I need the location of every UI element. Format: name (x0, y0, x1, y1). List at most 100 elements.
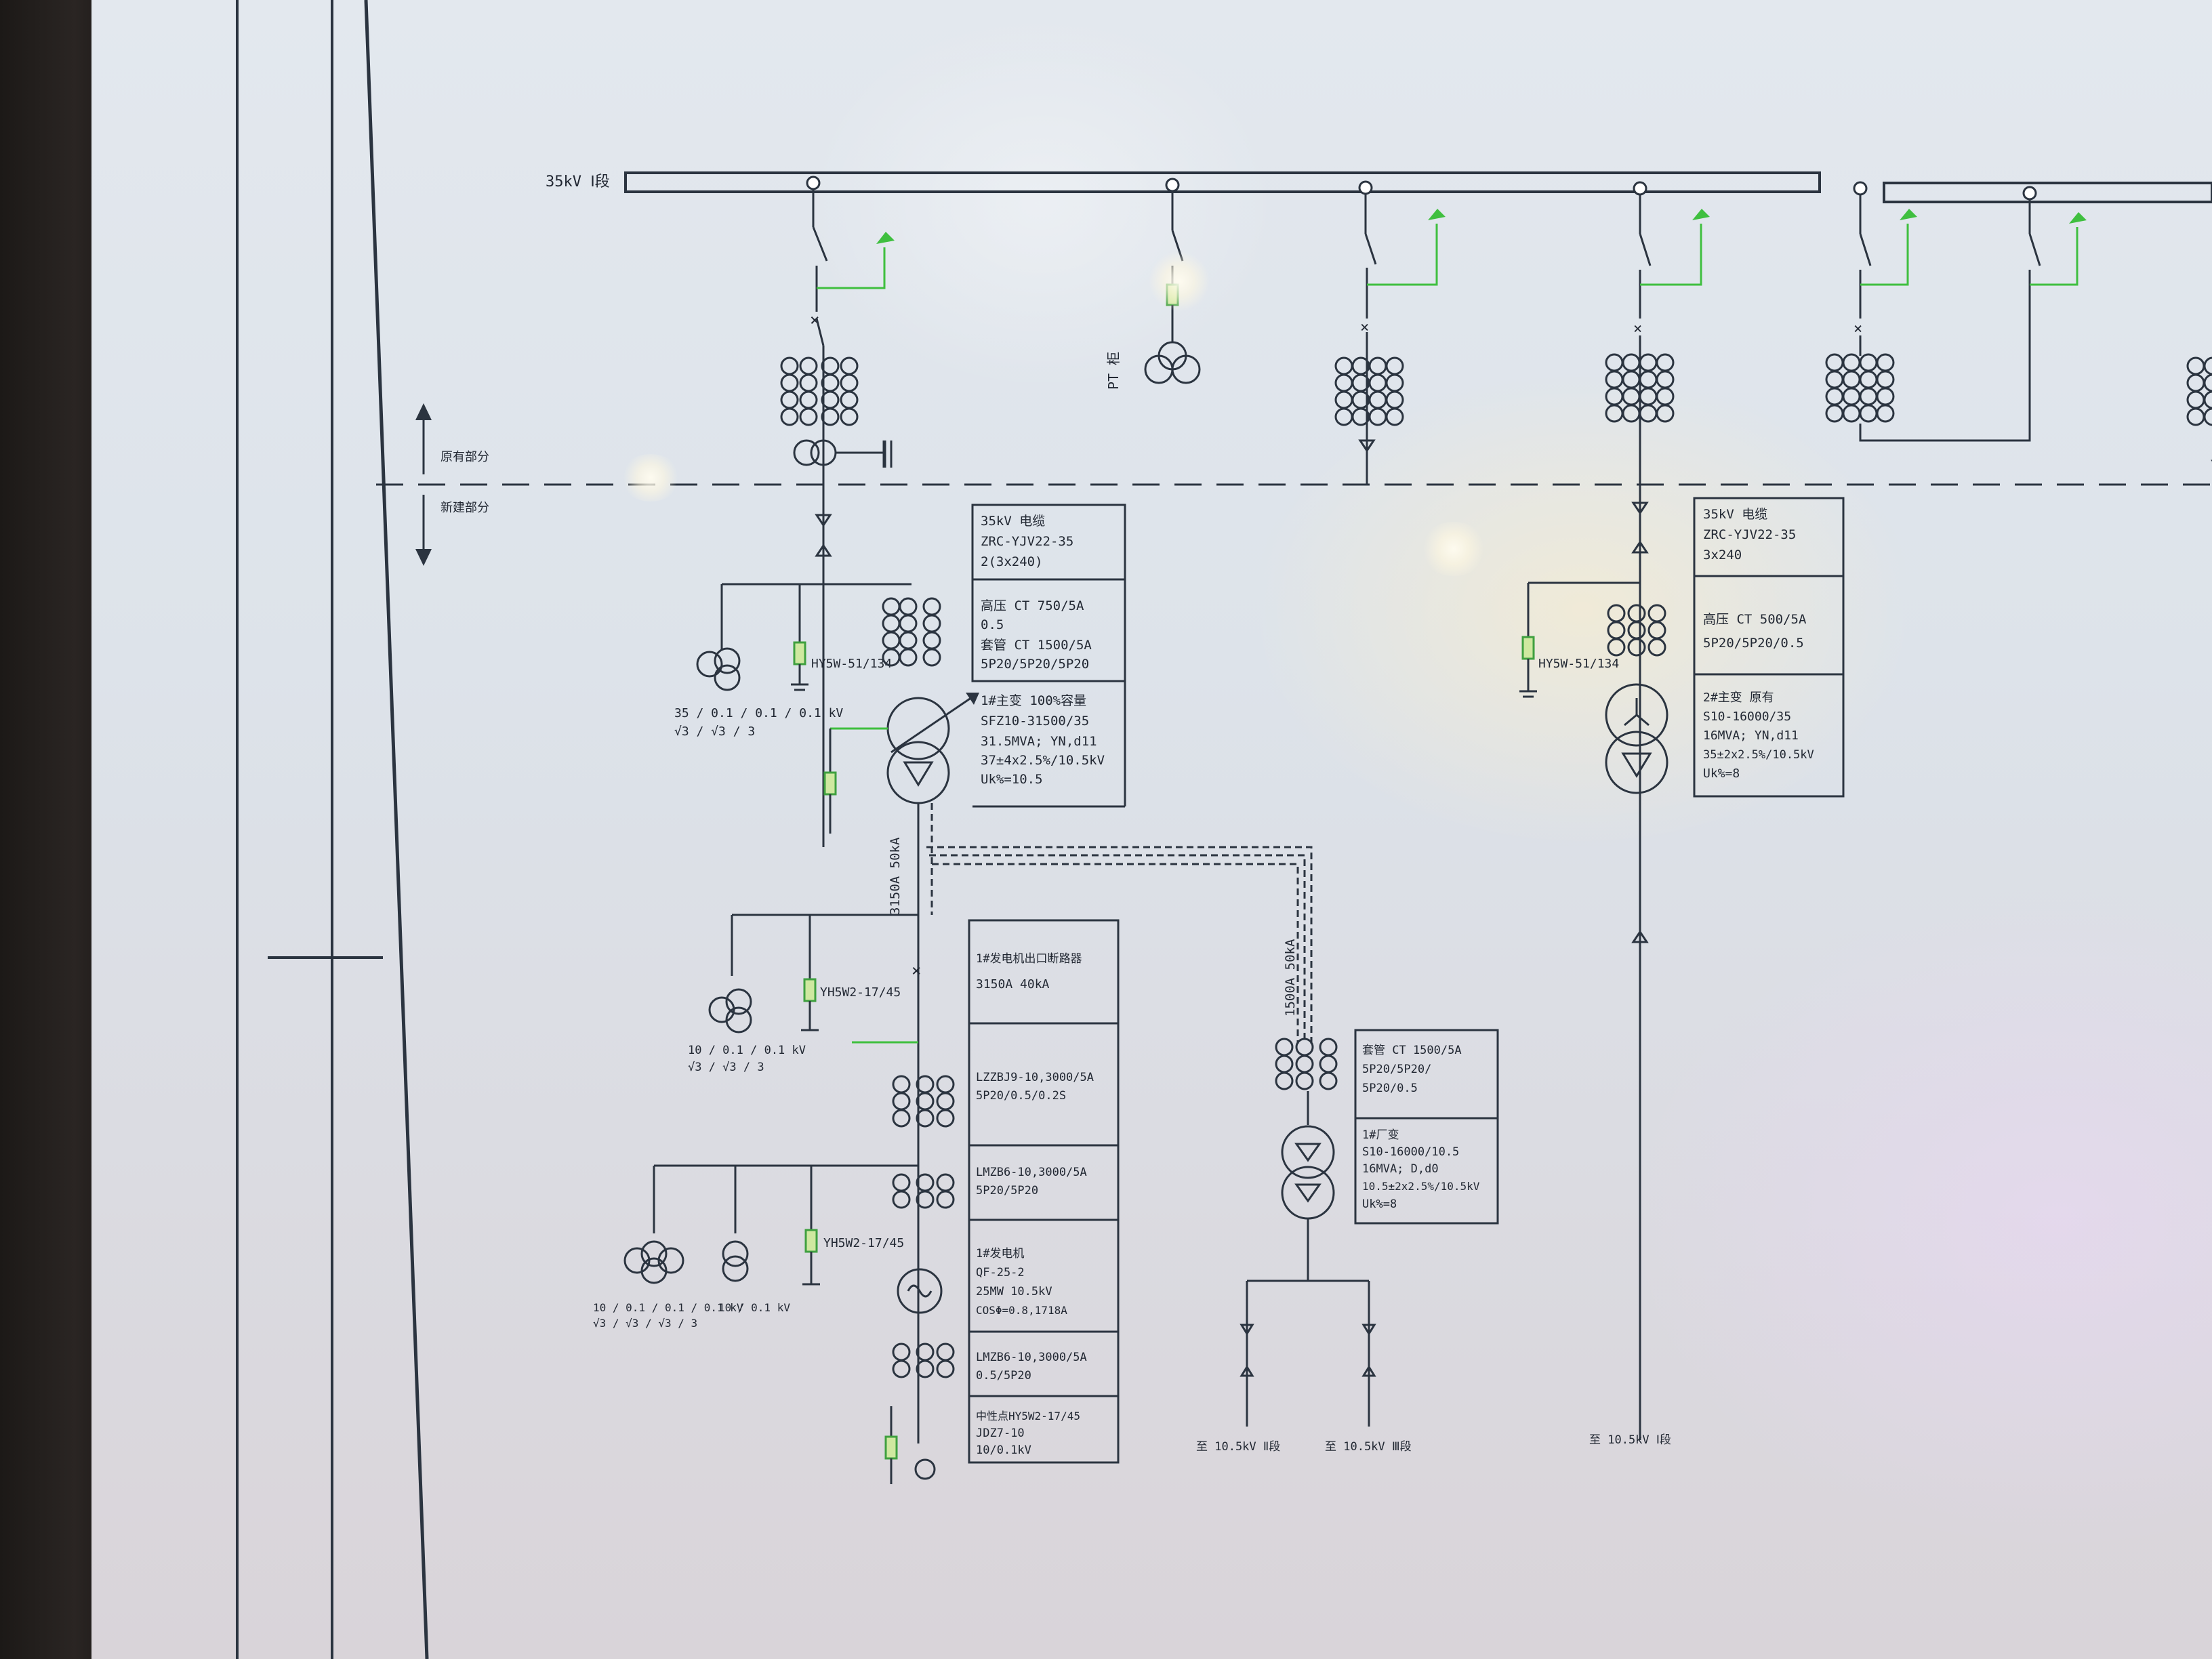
right-out-label: 至 10.5kV Ⅰ段 (1589, 1433, 1671, 1447)
left-cable-line-1: 35kV 电缆 (981, 514, 1045, 529)
gen-arrester-1 (803, 978, 817, 1002)
left-xfmr-line-4: 37±4x2.5%/10.5kV (981, 753, 1105, 768)
right-xfmr-line-1: 2#主变 原有 (1703, 691, 1774, 705)
gen-ct-bank-1 (892, 1075, 955, 1128)
mid-xfmr-line-4: 10.5±2x2.5%/10.5kV (1362, 1180, 1480, 1193)
right-ct-line-1: 高压 CT 500/5A (1703, 612, 1807, 627)
gen-info-line-2: QF-25-2 (976, 1266, 1025, 1279)
left-cable-line-2: ZRC-YJV22-35 (981, 534, 1073, 549)
gen-pt1-ratio-sub: √3 / √3 / 3 (688, 1061, 764, 1074)
ground-switch-1 (817, 247, 886, 289)
right-arrester-label: HY5W-51/134 (1538, 657, 1619, 671)
gen-ct3-line-2: 0.5/5P20 (976, 1369, 1031, 1382)
disconnector-1 (812, 226, 828, 262)
station-transformer-branch: 1500A 50kA 至 10.5kV Ⅱ段 至 10.5kV Ⅲ段 套管 CT… (1196, 939, 1499, 1454)
gen-arrester-2 (804, 1229, 818, 1253)
left-ct-line-4: 5P20/5P20/5P20 (981, 657, 1089, 672)
left-xfmr-line-2: SFZ10-31500/35 (981, 714, 1089, 729)
gen-ct-bank-2 (892, 1173, 955, 1209)
busbar-35kv: 35kV Ⅰ段 (546, 171, 2212, 203)
pt-35kv (696, 651, 723, 678)
monitor-screen: 35kV Ⅰ段 原有部分 新建部分 × (91, 0, 2212, 1659)
mid-ct-line-2: 5P20/5P20/ (1362, 1063, 1431, 1076)
mid-out-left: 至 10.5kV Ⅱ段 (1196, 1440, 1280, 1454)
feeder-bay-6 (2186, 356, 2212, 462)
gen-pt3-ratio: 10 / 0.1 kV (718, 1301, 790, 1314)
left-ct-line-3: 套管 CT 1500/5A (981, 638, 1092, 653)
gen-ct2-line-2: 5P20/5P20 (976, 1184, 1038, 1197)
gen-arrester-2-label: YH5W2-17/45 (823, 1236, 904, 1250)
left-ct-line-1: 高压 CT 750/5A (981, 598, 1084, 613)
left-xfmr-line-3: 31.5MVA; YN,d11 (981, 734, 1097, 749)
gen-arrester-1-label: YH5W2-17/45 (820, 985, 901, 1000)
arrester-35kv-right (1521, 636, 1535, 660)
mid-ct-bank (1275, 1038, 1338, 1090)
busbar-label: 35kV Ⅰ段 (546, 173, 610, 190)
mid-xfmr-line-3: 16MVA; D,d0 (1362, 1162, 1439, 1176)
svg-text:×: × (912, 961, 921, 980)
gen-ct1-line-1: LZZBJ9-10,3000/5A (976, 1071, 1094, 1084)
left-ct-line-2: 0.5 (981, 617, 1004, 632)
feeder-bay-1: × 35kV 电缆 ZRC-YJV22-35 2(3x240) 高压 CT 75… (674, 176, 1313, 1044)
gen-info-table (968, 919, 1120, 1464)
gen-ct2-line-1: LMZB6-10,3000/5A (976, 1166, 1087, 1179)
lower-zone-label: 新建部分 (441, 501, 489, 515)
right-xfmr-line-5: Uk%=8 (1703, 766, 1740, 781)
right-cable-line-3: 3x240 (1703, 548, 1742, 562)
left-xfmr-line-1: 1#主变 100%容量 (981, 693, 1086, 708)
gen-ground-line-1: 中性点HY5W2-17/45 (976, 1410, 1080, 1422)
feeder-bay-5: × (1825, 181, 2087, 442)
right-ct-line-2: 5P20/5P20/0.5 (1703, 636, 1804, 651)
right-xfmr-line-2: S10-16000/35 (1703, 710, 1791, 724)
left-arrester-label: HY5W-51/134 (811, 657, 892, 671)
ct-bank-1b (882, 597, 941, 667)
left-pt-ratio: 35 / 0.1 / 0.1 / 0.1 kV (674, 706, 843, 720)
feeder-bay-4: × HY5W-51/134 至 10.5kV Ⅰ段 35kV 电缆 ZRC-YJ… (1519, 181, 1845, 1447)
mid-ct-line-1: 套管 CT 1500/5A (1362, 1044, 1462, 1057)
svg-text:×: × (1853, 321, 1862, 337)
aux-transformer-small (793, 439, 893, 468)
gen-ground-line-2: JDZ7-10 (976, 1427, 1025, 1440)
gen-ct3-line-1: LMZB6-10,3000/5A (976, 1351, 1087, 1364)
left-xfmr-line-5: Uk%=10.5 (981, 772, 1043, 787)
gen-info-line-1: 1#发电机 (976, 1247, 1024, 1261)
screen-glare-2 (620, 454, 681, 501)
gen-info-line-4: COSΦ=0.8,1718A (976, 1304, 1067, 1317)
drawing-frame (236, 0, 429, 1659)
main-transformer-2 (1605, 683, 1668, 794)
mid-info-table (1354, 1029, 1499, 1225)
gen-breaker-line-1: 1#发电机出口断路器 (976, 952, 1082, 966)
right-xfmr-line-4: 35±2x2.5%/10.5kV (1703, 748, 1814, 762)
left-pt-ratio-sub: √3 / √3 / 3 (674, 724, 755, 739)
ct-bank-1 (780, 356, 859, 426)
mid-ct-line-3: 5P20/0.5 (1362, 1082, 1418, 1095)
gen-pt1-ratio: 10 / 0.1 / 0.1 kV (688, 1044, 806, 1057)
generator-symbol (897, 1268, 943, 1314)
pt-bay-label: PT 柜 (1105, 352, 1122, 390)
mid-out-right: 至 10.5kV Ⅲ段 (1325, 1440, 1412, 1454)
zone-divider: 原有部分 新建部分 (376, 403, 2212, 566)
gen-ground-line-3: 10/0.1kV (976, 1443, 1031, 1457)
mid-xfmr-line-2: S10-16000/10.5 (1362, 1145, 1459, 1159)
mid-busduct-label: 1500A 50kA (1283, 939, 1298, 1017)
gen-ct-bank-3 (892, 1343, 955, 1378)
screen-glare-3 (1420, 522, 1488, 576)
left-info-table (971, 504, 1126, 682)
single-line-diagram: 35kV Ⅰ段 原有部分 新建部分 × (236, 0, 2212, 1659)
gen-pt2-ratio: 10 / 0.1 / 0.1 / 0.1 kV (593, 1301, 743, 1314)
generator-circuit: YH5W2-17/45 10 / 0.1 / 0.1 kV √3 / √3 / … (593, 914, 1120, 1484)
right-cable-line-1: 35kV 电缆 (1703, 507, 1767, 522)
right-xfmr-line-3: 16MVA; YN,d11 (1703, 729, 1799, 743)
mid-xfmr-line-5: Uk%=8 (1362, 1197, 1397, 1211)
left-cable-line-3: 2(3x240) (981, 554, 1043, 569)
right-cable-line-2: ZRC-YJV22-35 (1703, 527, 1796, 542)
feeder-bay-3: × (1334, 180, 1446, 485)
gen-info-line-3: 25MW 10.5kV (976, 1285, 1052, 1298)
svg-text:×: × (1633, 321, 1642, 337)
svg-text:×: × (1360, 319, 1369, 336)
arrester-35kv-left (793, 641, 806, 665)
left-busduct-label: 3150A 50kA (888, 837, 903, 915)
upper-zone-label: 原有部分 (441, 450, 489, 464)
screen-glare-1 (1149, 251, 1210, 312)
gen-breaker-line-2: 3150A 40kA (976, 977, 1050, 991)
